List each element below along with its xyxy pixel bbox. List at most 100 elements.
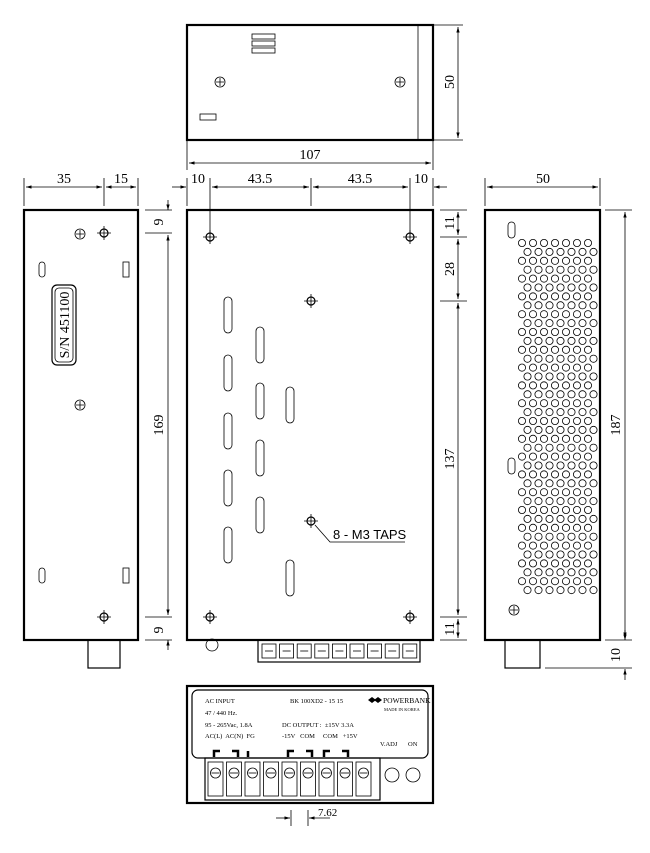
vent-hole	[584, 488, 593, 497]
vent-hole	[589, 514, 598, 523]
vent-hole	[562, 238, 571, 247]
vent-hole	[534, 354, 543, 363]
vent-hole	[589, 443, 598, 452]
dim-side-15: 15	[114, 172, 128, 187]
front-view: 10 43.5 43.5 10 11 28 137 11 8 - M3 TAPS	[172, 172, 467, 663]
vent-hole	[573, 505, 582, 514]
vent-hole	[523, 425, 532, 434]
vent-hole	[573, 559, 582, 568]
vent-hole	[540, 452, 549, 461]
vent-hole	[584, 505, 593, 514]
vent-hole	[584, 345, 593, 354]
vent-hole	[567, 336, 576, 345]
vent-hole	[567, 550, 576, 559]
vent-hole	[578, 301, 587, 310]
vent-hole	[551, 541, 560, 550]
vent-hole	[562, 345, 571, 354]
vent-hole	[540, 345, 549, 354]
tap-hole-icon	[97, 610, 111, 624]
vent-hole	[556, 568, 565, 577]
right-view: 50 187 10	[483, 172, 632, 680]
vent-slot	[223, 526, 233, 564]
vent-hole	[529, 238, 538, 247]
vadj-potentiometer[interactable]	[384, 767, 400, 783]
vent-hole	[551, 577, 560, 586]
dim-top-width: 107	[300, 148, 321, 163]
vent-hole	[518, 381, 527, 390]
vent-hole	[518, 505, 527, 514]
vent-hole	[540, 470, 549, 479]
vent-hole	[545, 247, 554, 256]
vent-hole	[589, 532, 598, 541]
vent-hole	[556, 550, 565, 559]
vent-hole	[523, 319, 532, 328]
vent-hole	[562, 399, 571, 408]
vent-hole	[518, 541, 527, 550]
vent-hole	[518, 434, 527, 443]
vent-hole	[562, 310, 571, 319]
vent-hole	[567, 568, 576, 577]
terminal-screw-icon	[265, 767, 277, 779]
terminal-screw	[314, 643, 330, 659]
vent-hole	[529, 577, 538, 586]
terminal-screw	[367, 643, 383, 659]
terminal	[244, 761, 261, 797]
vent-hole	[584, 434, 593, 443]
vent-hole	[589, 586, 598, 595]
vent-hole	[540, 327, 549, 336]
vent-hole	[589, 336, 598, 345]
powerbank-logo-icon	[368, 697, 382, 703]
screw-icon	[74, 399, 86, 411]
terminal	[263, 761, 279, 797]
vent-hole	[562, 363, 571, 372]
vent-hole	[545, 408, 554, 417]
vent-hole	[529, 381, 538, 390]
vent-hole	[551, 559, 560, 568]
vent-hole	[567, 532, 576, 541]
vent-hole	[589, 301, 598, 310]
vent-hole	[523, 479, 532, 488]
vent-hole	[589, 550, 598, 559]
vent-hole	[589, 390, 598, 399]
vent-hole	[584, 577, 593, 586]
vent-hole	[523, 586, 532, 595]
vent-hole	[529, 505, 538, 514]
vent-hole	[584, 238, 593, 247]
vent-hole	[523, 301, 532, 310]
vent-hole	[545, 586, 554, 595]
vent-hole	[562, 577, 571, 586]
vent-hole	[545, 336, 554, 345]
terminal-screw-icon	[302, 767, 314, 779]
vent-slot	[255, 326, 265, 364]
dc-output-label: DC OUTPUT : ±15V 3.3A	[282, 722, 354, 729]
vent-slot	[223, 354, 233, 392]
on-label: ON	[408, 741, 418, 748]
vent-hole	[545, 354, 554, 363]
vent-hole	[540, 381, 549, 390]
vent-hole	[578, 550, 587, 559]
screw-icon	[508, 604, 520, 616]
vent-hole	[562, 559, 571, 568]
vent-hole	[540, 577, 549, 586]
vent-hole	[578, 336, 587, 345]
vent-hole	[523, 283, 532, 292]
vent-hole	[573, 523, 582, 532]
terminal	[337, 761, 353, 797]
on-led	[405, 767, 421, 783]
vent-hole	[540, 292, 549, 301]
vent-slot	[223, 412, 233, 450]
vent-hole	[567, 514, 576, 523]
vent-hole	[545, 532, 554, 541]
vent-hole	[545, 425, 554, 434]
vent-hole	[518, 399, 527, 408]
dim-front-11-bottom: 11	[443, 622, 458, 635]
vent-hole	[540, 505, 549, 514]
terminal-screw	[349, 643, 365, 659]
vent-hole	[584, 452, 593, 461]
tap-hole-crosshair	[203, 230, 217, 244]
vent-hole	[529, 559, 538, 568]
vent-hole	[584, 541, 593, 550]
freq-label: 47 / 440 Hz.	[205, 710, 238, 717]
vent-hole	[578, 479, 587, 488]
vent-hole	[567, 443, 576, 452]
